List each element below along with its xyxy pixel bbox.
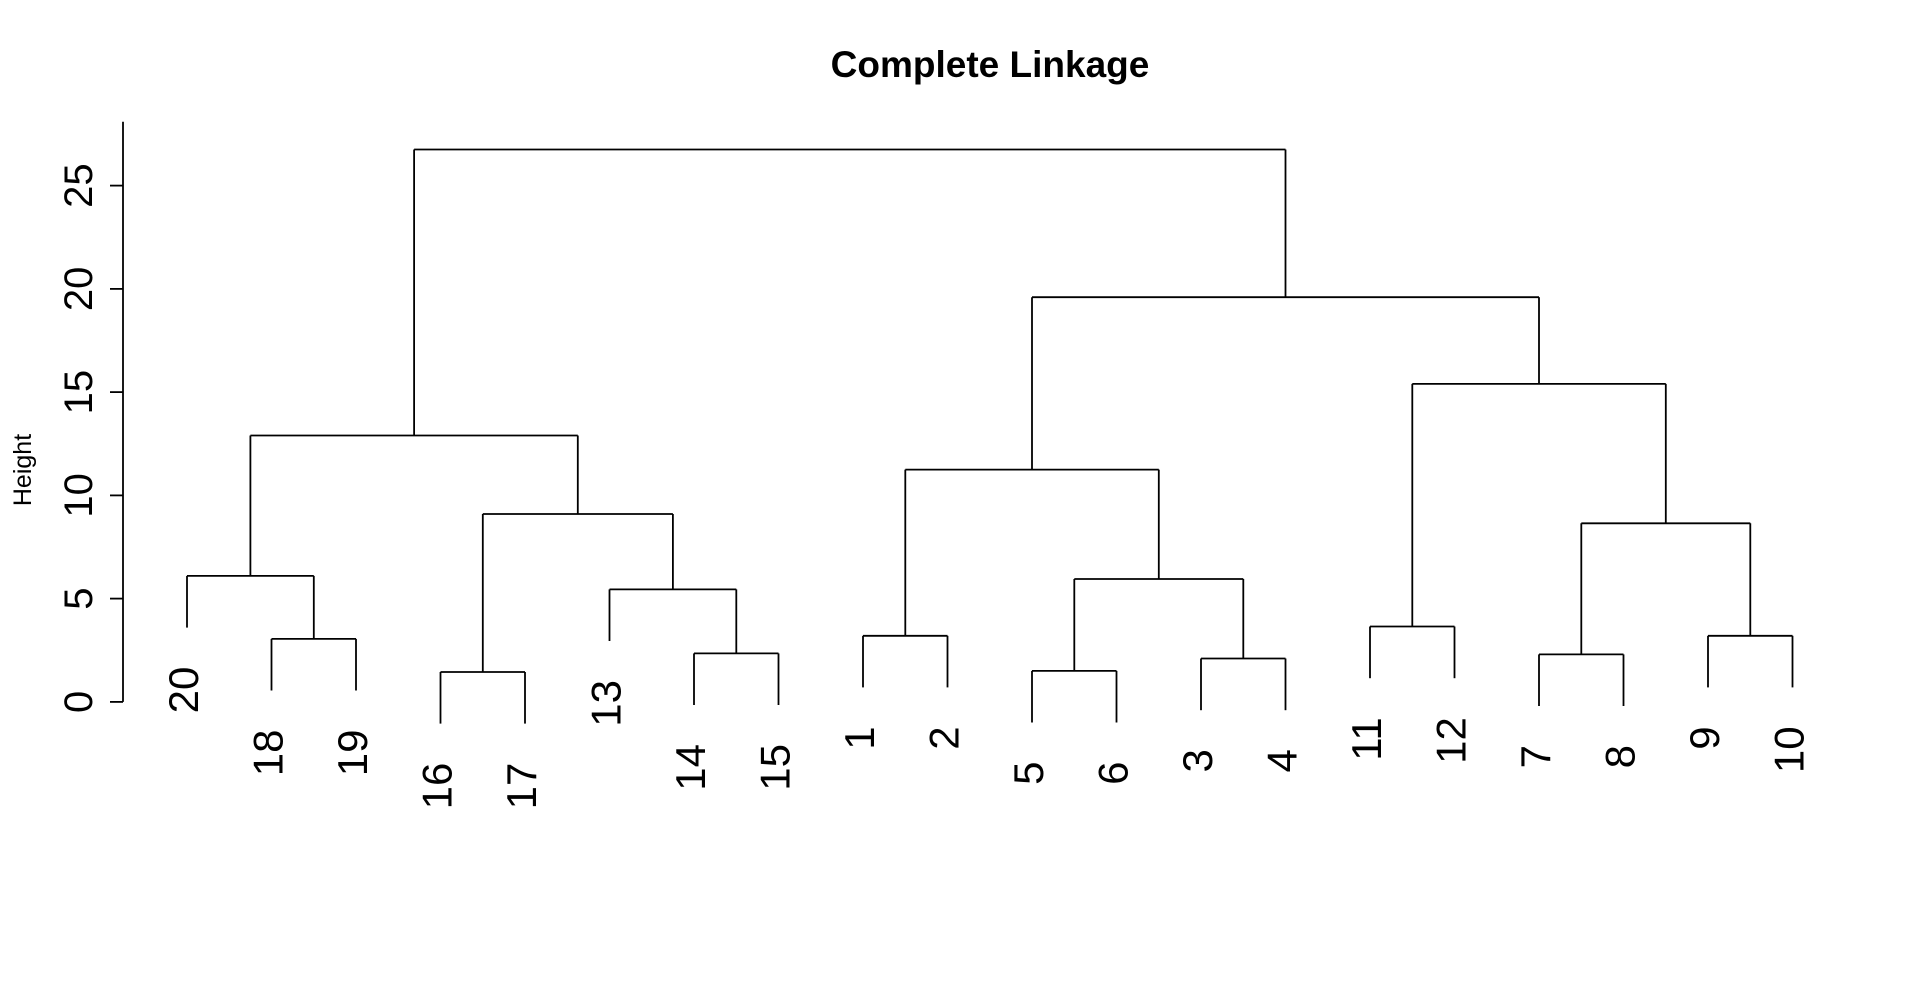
y-axis-tick-label: 0 (57, 691, 101, 713)
leaf-label-2: 2 (921, 726, 968, 749)
leaf-label-11: 11 (1343, 717, 1390, 761)
leaf-label-3: 3 (1174, 749, 1221, 772)
leaf-label-10: 10 (1766, 726, 1813, 773)
leaf-label-1: 1 (836, 726, 883, 749)
leaf-label-20: 20 (160, 667, 207, 714)
leaf-label-16: 16 (414, 763, 461, 810)
leaf-label-4: 4 (1259, 749, 1306, 772)
leaf-label-12: 12 (1428, 717, 1475, 764)
y-axis-tick-label: 10 (57, 473, 101, 518)
leaf-label-7: 7 (1512, 745, 1559, 768)
leaf-label-13: 13 (583, 680, 630, 727)
leaf-label-18: 18 (245, 730, 292, 777)
y-axis-tick-label: 25 (57, 163, 101, 208)
leaf-label-17: 17 (498, 763, 545, 810)
y-axis-tick-label: 15 (57, 370, 101, 415)
leaf-label-14: 14 (667, 744, 714, 791)
leaf-label-8: 8 (1597, 745, 1644, 768)
leaf-label-15: 15 (752, 744, 799, 791)
leaf-label-19: 19 (329, 730, 376, 777)
leaf-label-5: 5 (1005, 762, 1052, 785)
y-axis-tick-label: 20 (57, 267, 101, 312)
chart-title: Complete Linkage (830, 44, 1150, 85)
y-axis-tick-label: 5 (57, 587, 101, 609)
leaf-label-9: 9 (1681, 726, 1728, 749)
leaf-label-6: 6 (1090, 762, 1137, 785)
y-axis-label: Height (9, 434, 37, 506)
